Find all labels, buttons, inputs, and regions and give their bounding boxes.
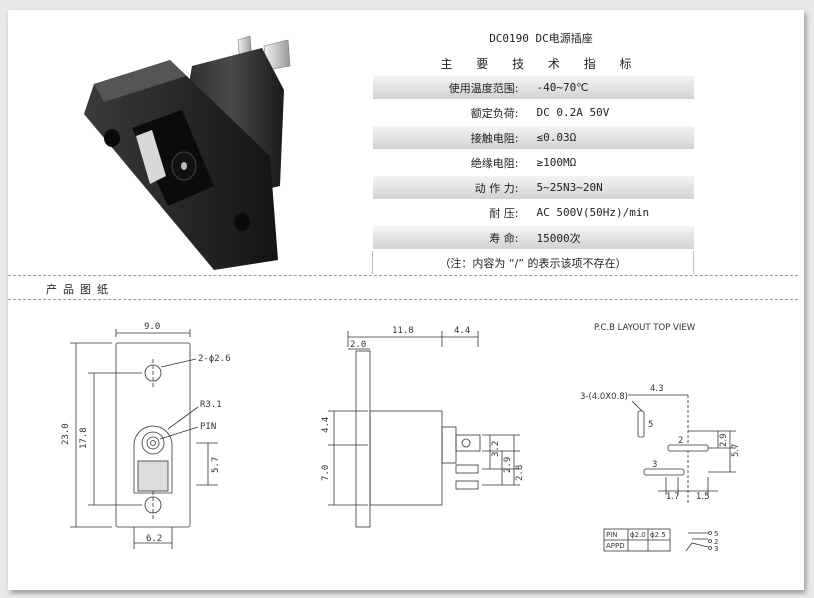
dim-flange: 2.0 (350, 340, 366, 350)
legend-5: 5 (714, 530, 718, 538)
spec-title: DC0190 DC电源插座 (489, 32, 593, 45)
dim-h1: 1.7 (666, 492, 680, 502)
product-photo (84, 35, 291, 270)
spec-value: ≥100MΩ (524, 150, 694, 176)
front-view-drawing: 9.0 2-ϕ2.6 R3.1 PIN 23.0 17.8 5.7 6.2 (61, 322, 231, 549)
spec-row: 使用温度范围:-40~70℃ (372, 76, 694, 101)
pin-table-cell: ϕ2.0 (630, 531, 646, 539)
dim-bottom: 6.2 (146, 534, 162, 544)
dim-lower: 7.0 (321, 465, 331, 481)
legend-2: 2 (714, 538, 718, 546)
spec-row: 耐 压:AC 500V(50Hz)/min (372, 200, 694, 226)
section-title: 产品图纸 (46, 283, 114, 296)
spec-label: 动 作 力: (372, 175, 525, 201)
pin-table-header: PIN (606, 531, 618, 539)
spec-value: DC 0.2A 50V (524, 100, 694, 126)
dim-h2: 1.5 (696, 492, 710, 502)
spec-label: 额定负荷: (372, 100, 525, 126)
divider-bottom (8, 299, 798, 300)
spec-label: 使用温度范围: (372, 76, 525, 101)
dim-height: 23.0 (61, 423, 71, 445)
dim-center: 5.7 (211, 457, 221, 473)
spec-row: 动 作 力:5~25N3~20N (372, 175, 694, 201)
dim-radius: R3.1 (200, 400, 222, 410)
spec-label: 接触电阻: (372, 125, 525, 151)
legend-3: 3 (714, 545, 718, 553)
dim-tail: 4.4 (454, 326, 470, 336)
spec-row: 寿 命:15000次 (372, 225, 694, 251)
dim-a: 3.2 (491, 441, 501, 457)
pin2-label: 2 (678, 436, 683, 446)
spec-value: -40~70℃ (524, 76, 694, 101)
dim-upper: 4.4 (321, 417, 331, 433)
side-view-drawing: 11.8 4.4 2.0 4.4 7.0 3.2 2.9 2.8 (321, 326, 525, 528)
dim-body: 11.8 (392, 326, 414, 336)
spec-value: ≤0.03Ω (524, 125, 694, 151)
spec-label: 耐 压: (372, 200, 525, 226)
pcb-title: P.C.B LAYOUT TOP VIEW (594, 323, 696, 333)
dim-b: 2.9 (503, 457, 513, 473)
pcb-layout-drawing: P.C.B LAYOUT TOP VIEW 3-(4.0X0.8) 4.3 5 … (580, 323, 741, 553)
spec-value: 5~25N3~20N (524, 175, 694, 201)
spec-label: 寿 命: (372, 225, 525, 251)
spec-label: 绝缘电阻: (372, 150, 525, 176)
dim-c: 2.8 (515, 465, 525, 481)
dim-width: 9.0 (144, 322, 160, 332)
spec-value: AC 500V(50Hz)/min (524, 200, 694, 226)
dim-v2: 5.7 (731, 443, 741, 457)
dim-v1: 2.9 (719, 433, 729, 447)
dim-hole: 2-ϕ2.6 (198, 354, 231, 364)
pin3-label: 3 (652, 460, 657, 470)
pin-label: PIN (200, 422, 216, 432)
pin-table-header: APPD (606, 542, 625, 550)
spec-note: （注：内容为 “/” 的表示该项不存在） (372, 249, 694, 276)
datasheet: DC0190 DC电源插座 主 要 技 术 指 标 使用温度范围:-40~70℃… (8, 10, 804, 590)
spec-note-row: （注：内容为 “/” 的表示该项不存在） (372, 249, 694, 276)
spec-value: 15000次 (524, 225, 694, 251)
dim-top: 4.3 (650, 384, 664, 394)
pin5-label: 5 (648, 420, 653, 430)
spec-row: 额定负荷:DC 0.2A 50V (372, 100, 694, 126)
divider-top (8, 275, 798, 276)
spec-table: 使用温度范围:-40~70℃ 额定负荷:DC 0.2A 50V 接触电阻:≤0.… (372, 76, 694, 276)
pin-table-cell: ϕ2.5 (650, 531, 666, 539)
spec-row: 绝缘电阻:≥100MΩ (372, 150, 694, 176)
spec-row: 接触电阻:≤0.03Ω (372, 125, 694, 151)
dim-pitch: 17.8 (79, 427, 89, 449)
spec-subtitle: 主 要 技 术 指 标 (440, 57, 642, 71)
slot-label: 3-(4.0X0.8) (580, 392, 628, 402)
